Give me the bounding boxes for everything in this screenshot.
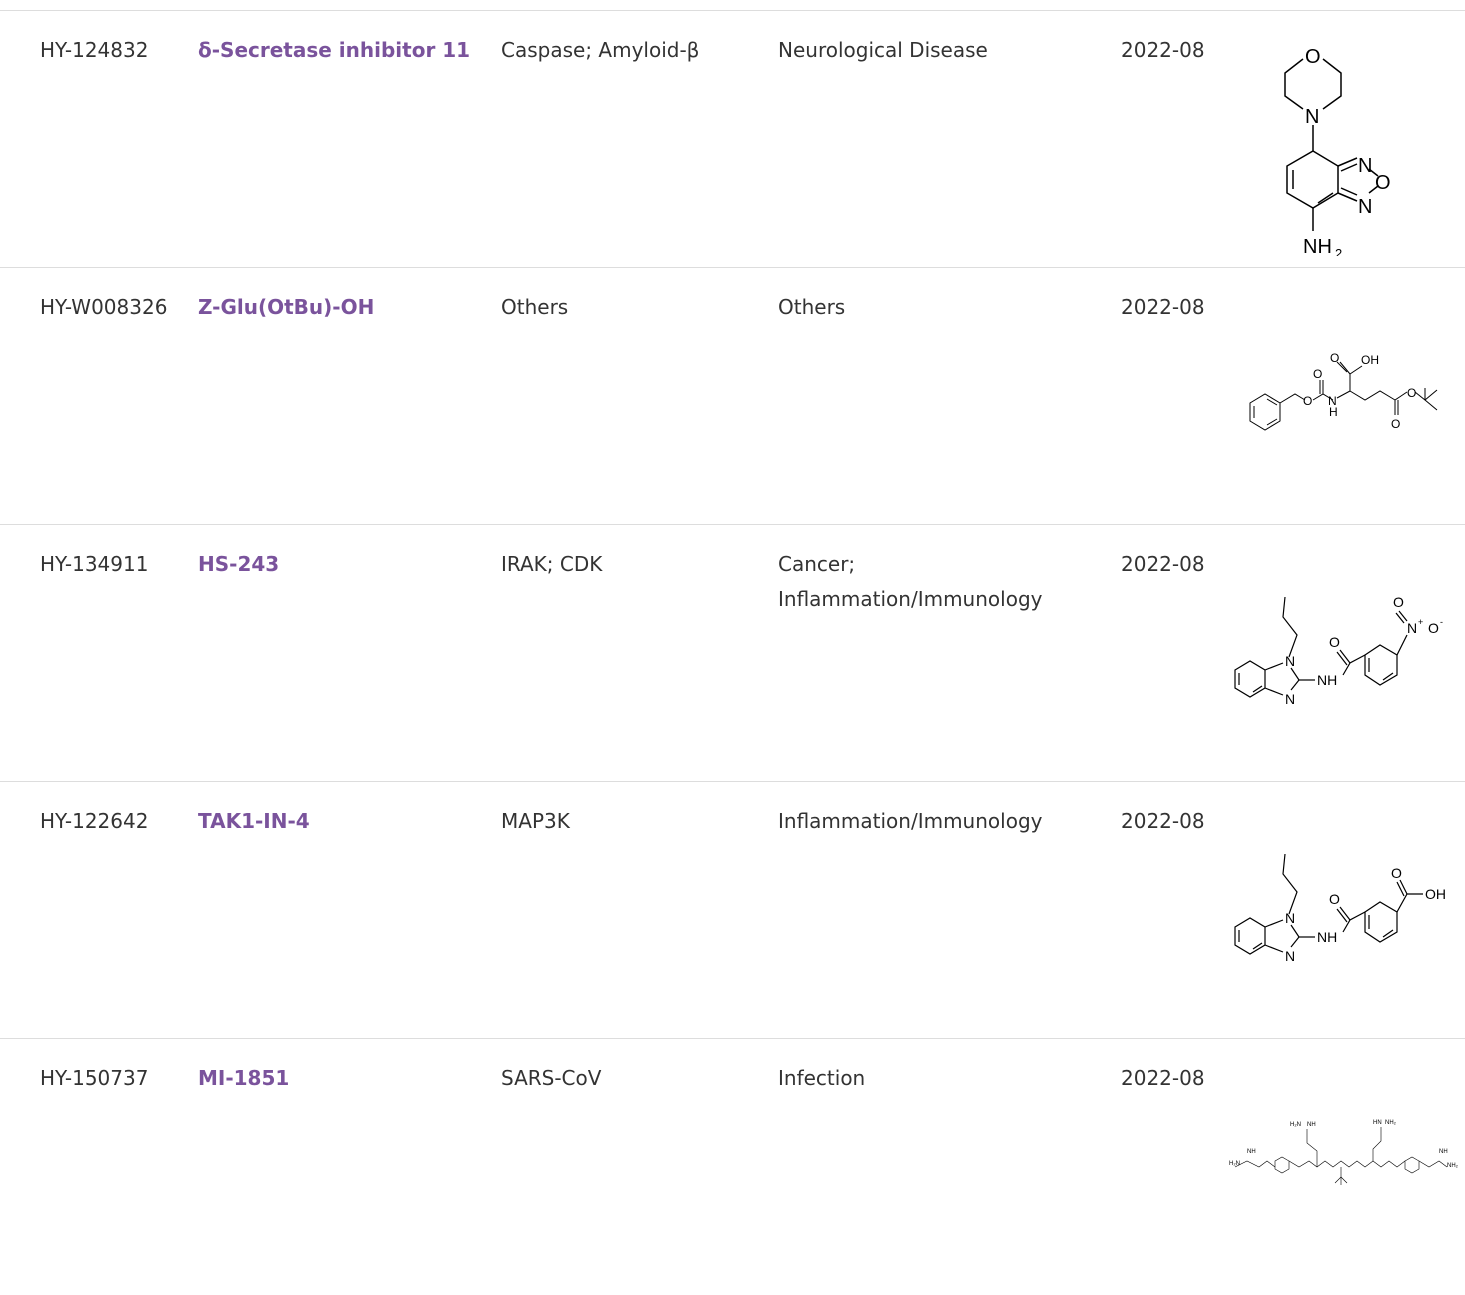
research-area: Others [778,295,846,319]
catalog-number: HY-W008326 [40,295,168,319]
svg-text:N: N [1285,691,1295,707]
release-date: 2022-08 [1121,1066,1205,1090]
product-link[interactable]: Z-Glu(OtBu)-OH [198,295,375,319]
chemical-structure-image[interactable]: N N NH O O N + O - [1225,535,1460,770]
svg-text:NH: NH [1439,1149,1448,1155]
svg-text:NH: NH [1303,236,1332,256]
svg-text:OH: OH [1361,353,1379,367]
svg-text:NH: NH [1247,1149,1256,1155]
svg-text:NH₂: NH₂ [1447,1163,1459,1169]
chemical-structure-image[interactable]: O O N H O OH O O [1225,278,1460,513]
svg-text:-: - [1440,617,1443,627]
catalog-number: HY-122642 [40,809,149,833]
svg-text:O: O [1305,46,1321,68]
svg-text:N: N [1407,620,1417,636]
table-row: HY-150737 MI-1851 SARS-CoV Infection 202… [0,1038,1465,1295]
svg-text:O: O [1393,594,1404,610]
release-date: 2022-08 [1121,809,1205,833]
svg-text:N: N [1358,196,1372,218]
svg-text:O: O [1375,172,1391,194]
svg-text:H₂N: H₂N [1290,1122,1301,1128]
svg-text:N: N [1285,910,1295,926]
svg-text:O: O [1329,634,1340,650]
svg-text:O: O [1407,386,1416,400]
svg-text:NH: NH [1307,1122,1316,1128]
target: IRAK; CDK [501,552,603,576]
chemical-structure-image[interactable]: O N N O N NH 2 [1225,21,1460,261]
svg-text:H₂N: H₂N [1229,1161,1240,1167]
release-date: 2022-08 [1121,295,1205,319]
target: Others [501,295,569,319]
svg-text:NH₂: NH₂ [1385,1120,1397,1126]
svg-text:2: 2 [1335,246,1342,256]
svg-text:+: + [1418,617,1423,627]
svg-text:O: O [1428,620,1439,636]
product-name: Z-Glu(OtBu)-OH [198,290,488,325]
target: SARS-CoV [501,1066,602,1090]
svg-text:OH: OH [1425,886,1446,902]
svg-text:N: N [1328,394,1337,408]
table-row: HY-134911 HS-243 IRAK; CDK Cancer; Infla… [0,524,1465,781]
product-link[interactable]: δ-Secretase inhibitor 11 [198,38,471,62]
svg-text:O: O [1330,351,1339,365]
research-area: Infection [778,1066,866,1090]
svg-text:N: N [1285,948,1295,964]
svg-text:O: O [1391,417,1400,431]
release-date: 2022-08 [1121,552,1205,576]
catalog-number: HY-150737 [40,1066,149,1090]
svg-text:O: O [1391,865,1402,881]
svg-text:O: O [1303,394,1312,408]
svg-text:O: O [1329,891,1340,907]
product-link[interactable]: MI-1851 [198,1066,290,1090]
catalog-number: HY-124832 [40,38,149,62]
chemical-structure-image[interactable]: N N NH O O OH [1225,792,1460,1027]
svg-text:H: H [1329,405,1338,419]
research-area: Cancer; Inflammation/Immunology [778,552,1043,611]
product-link[interactable]: TAK1-IN-4 [198,809,310,833]
product-link[interactable]: HS-243 [198,552,280,576]
table-row: HY-W008326 Z-Glu(OtBu)-OH Others Others … [0,267,1465,524]
table-row: HY-122642 TAK1-IN-4 MAP3K Inflammation/I… [0,781,1465,1038]
release-date: 2022-08 [1121,38,1205,62]
product-name: MI-1851 [198,1061,488,1096]
product-name: TAK1-IN-4 [198,804,488,839]
svg-text:NH: NH [1317,929,1337,945]
target: Caspase; Amyloid-β [501,38,700,62]
catalog-number: HY-134911 [40,552,149,576]
svg-text:N: N [1305,106,1319,128]
svg-text:O: O [1313,367,1322,381]
svg-text:N: N [1285,653,1295,669]
target: MAP3K [501,809,570,833]
svg-text:NH: NH [1317,672,1337,688]
svg-text:N: N [1358,155,1372,177]
product-name: HS-243 [198,547,488,582]
table-row: HY-124832 δ-Secretase inhibitor 11 Caspa… [0,10,1465,267]
product-name: δ-Secretase inhibitor 11 [198,33,488,68]
research-area: Neurological Disease [778,38,988,62]
svg-text:HN: HN [1373,1120,1382,1126]
research-area: Inflammation/Immunology [778,809,1043,833]
product-table: HY-124832 δ-Secretase inhibitor 11 Caspa… [0,10,1465,1295]
